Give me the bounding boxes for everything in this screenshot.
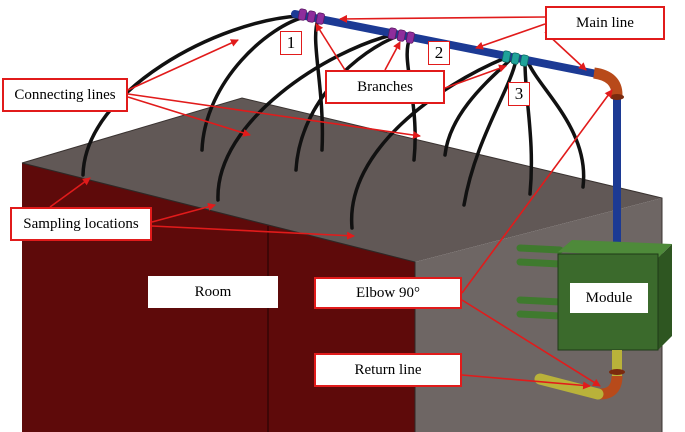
label-main-line: Main line xyxy=(545,6,665,40)
arrow-branch-2 xyxy=(384,41,401,71)
arrow-branch-1 xyxy=(315,23,346,71)
hose-9 xyxy=(462,58,518,207)
arrow-main-line-2 xyxy=(475,23,546,50)
arrow-branch-3 xyxy=(444,64,507,89)
hose-10 xyxy=(523,60,534,196)
arrow-connecting-1 xyxy=(127,39,239,91)
label-sampling-locations: Sampling locations xyxy=(10,207,152,241)
hose-1 xyxy=(81,14,302,177)
arrow-elbow-2 xyxy=(461,299,601,387)
arrow-return-line xyxy=(461,374,591,390)
arrow-connecting-3 xyxy=(127,93,421,139)
arrow-sampling-2 xyxy=(151,202,216,223)
label-elbow-90: Elbow 90° xyxy=(314,277,462,309)
branch-2-fittings xyxy=(387,27,415,44)
label-branches: Branches xyxy=(325,70,445,104)
hose-7 xyxy=(350,56,507,230)
elbow-flange xyxy=(610,94,624,100)
module-side xyxy=(658,244,672,350)
arrow-sampling-3 xyxy=(151,225,355,240)
label-return-line: Return line xyxy=(314,353,462,387)
hose-11 xyxy=(526,60,586,189)
arrow-connecting-2 xyxy=(127,96,251,137)
arrow-sampling-1 xyxy=(49,177,91,208)
room-top-face xyxy=(22,98,662,262)
branch-number-3: 3 xyxy=(508,82,530,106)
label-room: Room xyxy=(148,276,278,308)
elbow-90 xyxy=(593,67,623,96)
return-flange xyxy=(609,369,625,375)
branch-3-fittings xyxy=(501,50,529,67)
hose-8 xyxy=(443,56,514,157)
arrow-elbow-1 xyxy=(461,89,613,294)
module-inlet-stubs xyxy=(516,244,564,320)
hose-4 xyxy=(216,33,394,202)
branch-number-1: 1 xyxy=(280,31,302,55)
arrow-main-line-1 xyxy=(339,14,546,23)
return-line-horizontal xyxy=(534,373,604,400)
branch-1-fittings xyxy=(297,8,325,25)
branch-number-2: 2 xyxy=(428,41,450,65)
label-connecting-lines: Connecting lines xyxy=(2,78,128,112)
label-module: Module xyxy=(570,283,648,313)
hose-2 xyxy=(200,15,307,152)
